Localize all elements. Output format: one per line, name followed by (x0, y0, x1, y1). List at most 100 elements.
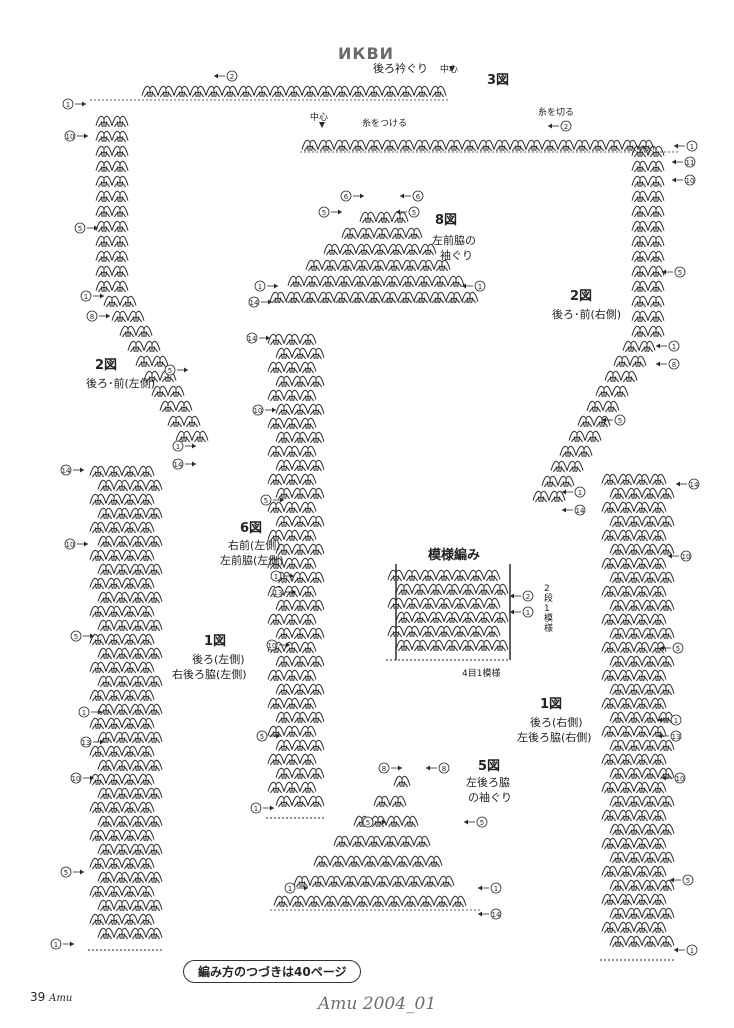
magazine-name: Amu (49, 993, 73, 1004)
fig1-left-column (137, 661, 155, 674)
fig6-column (307, 571, 325, 584)
fig3-left-collar-motif (285, 85, 303, 98)
fig6-column (299, 445, 317, 458)
pattern-swatch (411, 583, 429, 596)
fig1-right-column (609, 935, 627, 948)
fig2-left-motif (127, 340, 145, 353)
fig1-right-column (633, 669, 651, 682)
fig1-left-column (97, 899, 115, 912)
fig1-right-column (625, 907, 643, 920)
fig1-left-column (121, 885, 139, 898)
fig1-right-column (601, 501, 619, 514)
fig1-left-column (145, 815, 163, 828)
fig1-right-column (601, 613, 619, 626)
row-marker-number: 14 (62, 467, 71, 475)
fig2-right-motif (550, 460, 568, 473)
row-marker (476, 816, 488, 828)
fig6-column (267, 389, 285, 402)
fig6-column (307, 767, 325, 780)
fig5-motif (309, 875, 327, 888)
row-marker-arrowhead (82, 101, 86, 107)
fig1-left-line2: 右後ろ脇(左側) (172, 668, 247, 681)
row-marker-arrowhead (478, 911, 482, 917)
row-marker-number: 8 (382, 765, 386, 773)
row-marker-arrowhead (398, 765, 402, 771)
fig1-right-column (657, 627, 675, 640)
fig6-column (307, 627, 325, 640)
row-marker-number: 1 (690, 947, 694, 955)
fig8-motif (353, 259, 371, 272)
fig3-right-collar-motif (301, 139, 319, 152)
row-marker-arrowhead (270, 805, 274, 811)
fig1-right-column (617, 893, 635, 906)
fig1-left-column (137, 633, 155, 646)
pattern-swatch (427, 639, 445, 652)
fig6-column (307, 683, 325, 696)
row-marker (248, 296, 260, 308)
pattern-swatch (435, 597, 453, 610)
row-marker (78, 706, 90, 718)
fig2-right-motif (620, 370, 638, 383)
fig8-motif (351, 275, 369, 288)
fig1-right-column (657, 683, 675, 696)
fig1-left-column (113, 563, 131, 576)
fig2-left-number: 2図 (95, 358, 118, 373)
fig1-left-column (137, 773, 155, 786)
row-marker-number: 1 (258, 283, 262, 291)
fig6-column (267, 529, 285, 542)
fig6-column (275, 599, 293, 612)
fig8-motif (429, 291, 447, 304)
row-marker (474, 280, 486, 292)
fig1-right-column (641, 543, 659, 556)
row-marker (246, 332, 258, 344)
fig5-motif (389, 795, 407, 808)
row-marker-number: 5 (264, 497, 268, 505)
row-marker-number: 14 (576, 507, 585, 515)
fig1-left-column (105, 661, 123, 674)
fig1-left-column (121, 605, 139, 618)
fig2-right-motif (566, 460, 584, 473)
fig1-right-column (633, 613, 651, 626)
row-marker-arrowhead (192, 443, 196, 449)
pattern-swatch (435, 625, 453, 638)
pattern-swatch (419, 625, 437, 638)
fig1-left-column (89, 801, 107, 814)
fig5-motif (369, 895, 387, 908)
fig2-right-motif (584, 430, 602, 443)
fig6-column (267, 473, 285, 486)
row-marker-number: 1 (274, 573, 278, 581)
fig5-motif (401, 895, 419, 908)
fig1-right-column (609, 627, 627, 640)
fig5-motif (381, 835, 399, 848)
fig8-motif (335, 275, 353, 288)
fig2-right-motif (631, 250, 649, 263)
fig2-right-motif (631, 310, 649, 323)
fig1-right-column (641, 767, 659, 780)
row-marker-number: 5 (480, 819, 484, 827)
fig1-right-column (657, 739, 675, 752)
attach-yarn-label: 糸をつける (362, 119, 408, 129)
fig1-right-column (657, 571, 675, 584)
fig6-column (283, 613, 301, 626)
fig1-right-column (657, 599, 675, 612)
row-marker-arrowhead (464, 819, 468, 825)
row-marker-arrowhead (462, 283, 466, 289)
fig6-column (283, 389, 301, 402)
row-marker-arrowhead (602, 417, 606, 423)
fig8-motif (305, 259, 323, 272)
row-marker-number: 14 (174, 461, 183, 469)
fig1-left-column (113, 703, 131, 716)
fig1-right-column (601, 669, 619, 682)
fig6-column (299, 361, 317, 374)
fig8-motif (461, 291, 479, 304)
row-marker (284, 882, 296, 894)
fig3-right-collar-motif (637, 139, 655, 152)
pattern-swatch (467, 625, 485, 638)
fig1-right-column (641, 515, 659, 528)
fig8-line2: 袖ぐり (440, 249, 473, 262)
fig6-column (299, 697, 317, 710)
row-marker-arrowhead (478, 885, 482, 891)
fig3-right-collar-motif (397, 139, 415, 152)
fig1-right-column (641, 655, 659, 668)
fig3-right-collar-motif (573, 139, 591, 152)
